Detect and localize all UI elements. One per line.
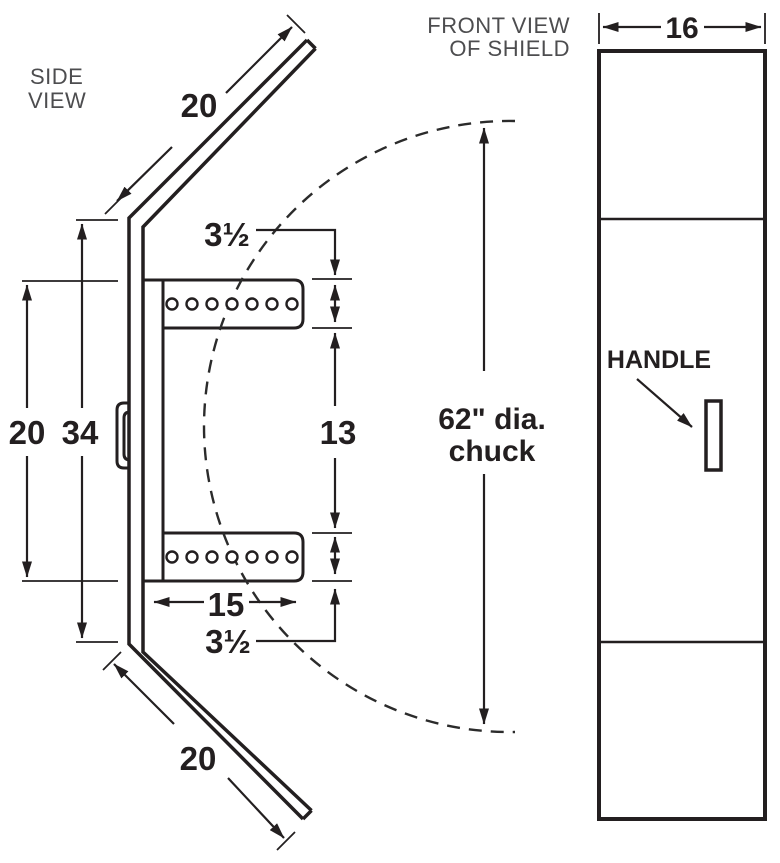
hole [165, 550, 179, 564]
bar-height-top-leader [256, 228, 340, 276]
side-handle-outer-profile [115, 401, 130, 470]
hole [185, 550, 199, 564]
hole [165, 297, 179, 311]
top-flange-bar [143, 278, 305, 330]
shield-panel-inner-line [141, 47, 317, 812]
bottom-flange-holes [165, 550, 299, 564]
dim-bar-inner-gap: 13 [320, 414, 357, 451]
handle-callout-arrow [636, 378, 693, 428]
handle-label: HANDLE [607, 346, 711, 374]
shield-panel-bottom-end-cap [301, 809, 313, 821]
shield-panel-top-end-cap [305, 38, 317, 50]
side-view-label-line1: SIDE [30, 64, 83, 89]
lower-flap-ext-tick-bottom [276, 831, 296, 851]
dim-bracket-outer-span: 20 [9, 414, 46, 451]
shield-panel-outer-line [127, 38, 309, 821]
front-shield-outline [597, 49, 767, 821]
hole [245, 297, 259, 311]
hole [285, 297, 299, 311]
front-view-label-line2: OF SHIELD [449, 36, 570, 61]
chuck-note-line2: chuck [449, 435, 536, 468]
front-view: FRONT VIEW OF SHIELD 16 HANDLE [427, 12, 767, 821]
side-handle-inner-profile [122, 410, 131, 462]
hole [265, 550, 279, 564]
upper-flap-dim-line-b [116, 146, 173, 202]
side-view-label-line2: VIEW [28, 88, 86, 113]
upper-flap-ext-tick-top [286, 14, 306, 34]
dim-upper-flap-length: 20 [181, 87, 218, 124]
front-handle [704, 399, 723, 472]
front-view-label-line1: FRONT VIEW [427, 13, 570, 38]
dim-bar-length: 15 [208, 586, 245, 623]
lower-flap-ext-tick-top [102, 651, 122, 671]
upper-flap-dim-line-a [225, 26, 293, 94]
dim-bar-height-top: 3½ [204, 216, 250, 253]
chuck-circle-dashed-arc [202, 119, 516, 734]
top-flange-holes [165, 297, 299, 311]
chuck-note-line1: 62" dia. [438, 403, 546, 436]
side-view: SIDE VIEW [9, 14, 546, 851]
dim-bar-height-bottom: 3½ [205, 623, 251, 660]
dim-front-width: 16 [665, 12, 698, 45]
hole [245, 550, 259, 564]
bottom-flange-bar [143, 531, 305, 583]
hole [265, 297, 279, 311]
lower-flap-dim-line-b [227, 777, 285, 839]
lower-flap-dim-line-a [113, 663, 175, 725]
hole [225, 550, 239, 564]
hole [185, 297, 199, 311]
dim-lower-flap-length: 20 [180, 740, 217, 777]
bar-height-bottom-leader [256, 588, 340, 643]
hole [205, 297, 219, 311]
hole [205, 550, 219, 564]
dim-panel-height: 34 [62, 414, 99, 451]
hole [225, 297, 239, 311]
hole [285, 550, 299, 564]
